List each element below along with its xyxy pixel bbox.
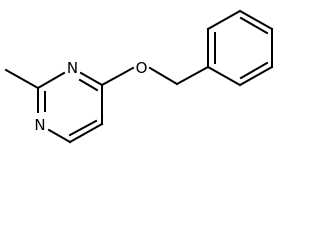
ring-bond-c6-n2 xyxy=(47,128,72,144)
benzene-bond-1 xyxy=(206,65,242,87)
atom-label-n2: N xyxy=(34,116,45,134)
ring-bond-n1-c4 xyxy=(79,71,104,87)
ring-bond-c2-n1 xyxy=(36,71,66,90)
ring-bond-c5-c6 xyxy=(68,122,104,144)
atom-label-o: O xyxy=(136,59,148,77)
benzene-bond-2 xyxy=(238,65,274,87)
benzene-bond-4 xyxy=(238,9,274,31)
atom-label-n1: N xyxy=(67,59,78,77)
benzene-bond-5 xyxy=(206,9,242,31)
ring-bond-c5-c6-inner xyxy=(68,119,98,137)
structure-canvas: N N O xyxy=(4,9,274,144)
benzene-bond-4-inner xyxy=(239,16,269,35)
benzyl-bond-ch2-ring xyxy=(175,65,210,86)
methyl-bond xyxy=(4,68,40,90)
ring-bond-n1-c4-inner xyxy=(78,78,99,92)
molecule-drawing: N N O xyxy=(4,9,274,144)
ether-bond-c4-o xyxy=(100,66,135,87)
benzene-bond-2-inner xyxy=(239,61,269,80)
ether-bond-o-ch2 xyxy=(148,66,179,86)
